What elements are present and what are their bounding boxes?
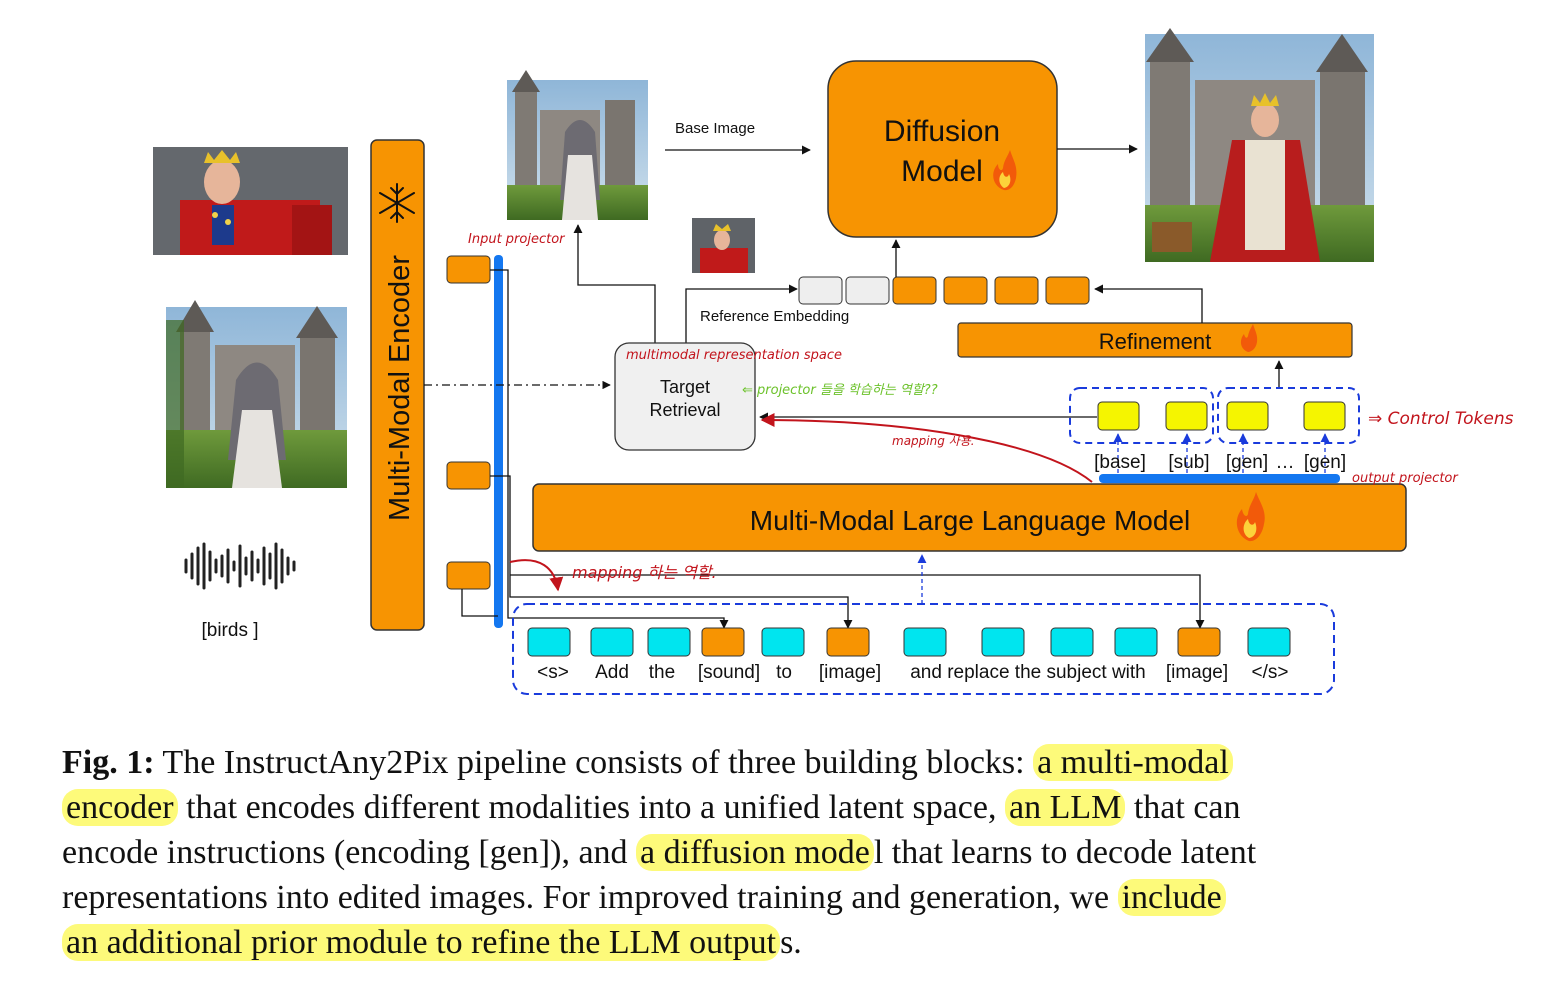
instruction-token-text: and replace the subject with — [910, 662, 1146, 683]
annotation-projector-note: ⇐ projector 들을 학습하는 역할?? — [742, 383, 938, 398]
caption-line: Fig. 1: The InstructAny2Pix pipeline con… — [62, 740, 1482, 785]
annotation-output-projector: output projector — [1352, 471, 1459, 486]
caption-text: that can — [1125, 789, 1241, 826]
diffusion-title-line1: Diffusion — [884, 115, 1000, 148]
instruction-tokens-group — [512, 603, 1335, 695]
caption-line: representations into edited images. For … — [62, 875, 1482, 920]
reference-image-photo — [692, 218, 755, 273]
pipeline-diagram: [birds ] Multi-Modal Encoder — [153, 28, 1514, 695]
control-token-gen — [1303, 401, 1346, 431]
reference-embedding-token — [845, 276, 890, 305]
instruction-token-text: Add — [595, 662, 629, 683]
annotation-mm-space: multimodal representation space — [626, 348, 842, 363]
control-tokens-group — [1069, 387, 1214, 444]
gen-embedding-token — [994, 276, 1039, 305]
annotation-mapping-use: mapping 사용. — [892, 434, 975, 448]
instruction-token-text: [image] — [1166, 662, 1228, 683]
caption-text: that encodes different modalities into a… — [177, 789, 1005, 826]
instruction-token — [903, 627, 947, 657]
encoder-output-token — [446, 561, 491, 590]
instruction-token — [647, 627, 691, 657]
fire-icon — [993, 150, 1017, 191]
caption-highlight: an additional prior module to refine the… — [62, 924, 781, 961]
control-token-sub — [1165, 401, 1208, 431]
control-token-label: [sub] — [1168, 452, 1209, 473]
diffusion-title-line2: Model — [901, 155, 983, 188]
figure-label: Fig. 1: — [62, 744, 155, 781]
fire-icon — [1240, 324, 1258, 352]
control-token-base — [1097, 401, 1140, 431]
base-image-label: Base Image — [675, 120, 755, 137]
gen-embedding-token — [1045, 276, 1090, 305]
instruction-token-text: the — [649, 662, 675, 683]
instruction-token — [761, 627, 805, 657]
encoder-output-token — [446, 255, 491, 284]
llm-block — [532, 483, 1407, 552]
instruction-token-text: <s> — [537, 662, 569, 683]
control-token-label: [base] — [1094, 452, 1146, 473]
caption-highlight: a diffusion mode — [636, 834, 874, 871]
caption-text: encode instructions (encoding [gen]), an… — [62, 834, 637, 871]
caption-line: encoder that encodes different modalitie… — [62, 785, 1482, 830]
refinement-label: Refinement — [1099, 329, 1212, 354]
caption-highlight: encoder — [62, 789, 178, 826]
encoder-output-token — [446, 461, 491, 490]
caption-text: s. — [780, 924, 802, 961]
control-token-label: [gen] — [1226, 452, 1268, 473]
caption-text: l that learns to decode latent — [873, 834, 1257, 871]
caption-text: The InstructAny2Pix pipeline consists of… — [154, 744, 1034, 781]
caption-highlight: include — [1117, 879, 1226, 916]
target-retrieval-line1: Target — [660, 377, 710, 397]
figure-caption: Fig. 1: The InstructAny2Pix pipeline con… — [62, 740, 1482, 965]
instruction-token — [1050, 627, 1094, 657]
instruction-token — [1114, 627, 1158, 657]
caption-text: representations into edited images. For … — [62, 879, 1118, 916]
llm-label: Multi-Modal Large Language Model — [750, 505, 1191, 536]
snowflake-icon — [379, 183, 415, 223]
instruction-token-text: [sound] — [698, 662, 760, 683]
caption-line: an additional prior module to refine the… — [62, 920, 1482, 965]
output-projector-bar — [1099, 474, 1340, 483]
instruction-token-sound — [701, 627, 745, 657]
encoder-label: Multi-Modal Encoder — [384, 255, 416, 521]
output-image-photo — [1145, 28, 1374, 262]
annotation-input-projector: Input projector — [468, 232, 566, 247]
caption-highlight: a multi-modal — [1033, 744, 1233, 781]
instruction-token — [981, 627, 1025, 657]
control-token-label: [gen] — [1304, 452, 1346, 473]
audio-waveform-icon — [184, 542, 296, 590]
annotation-control-tokens: ⇒ Control Tokens — [1368, 409, 1514, 429]
gen-embedding-token — [892, 276, 937, 305]
instruction-token — [527, 627, 571, 657]
instruction-token-text: to — [776, 662, 792, 683]
instruction-token-image — [826, 627, 870, 657]
control-token-gen — [1226, 401, 1269, 431]
gen-embedding-token — [943, 276, 988, 305]
annotation-mapping-role: mapping 하는 역할. — [572, 563, 717, 582]
reference-embedding-label: Reference Embedding — [700, 308, 849, 325]
girl-castle-photo — [166, 300, 347, 488]
control-token-ellipsis: … — [1276, 452, 1295, 473]
base-image-photo — [507, 70, 648, 220]
target-retrieval-line2: Retrieval — [649, 400, 720, 420]
instruction-token-text: </s> — [1252, 662, 1289, 683]
diffusion-model-block — [827, 60, 1058, 238]
caption-highlight: an LLM — [1004, 789, 1126, 826]
king-photo — [153, 147, 348, 255]
instruction-token-image — [1177, 627, 1221, 657]
audio-caption: [birds ] — [201, 620, 258, 641]
caption-line: encode instructions (encoding [gen]), an… — [62, 830, 1482, 875]
instruction-token — [590, 627, 634, 657]
instruction-token — [1247, 627, 1291, 657]
input-projector-bar — [494, 255, 503, 628]
reference-embedding-token — [798, 276, 843, 305]
target-retrieval-block — [614, 342, 756, 451]
instruction-token-text: [image] — [819, 662, 881, 683]
control-tokens-group — [1217, 387, 1360, 444]
